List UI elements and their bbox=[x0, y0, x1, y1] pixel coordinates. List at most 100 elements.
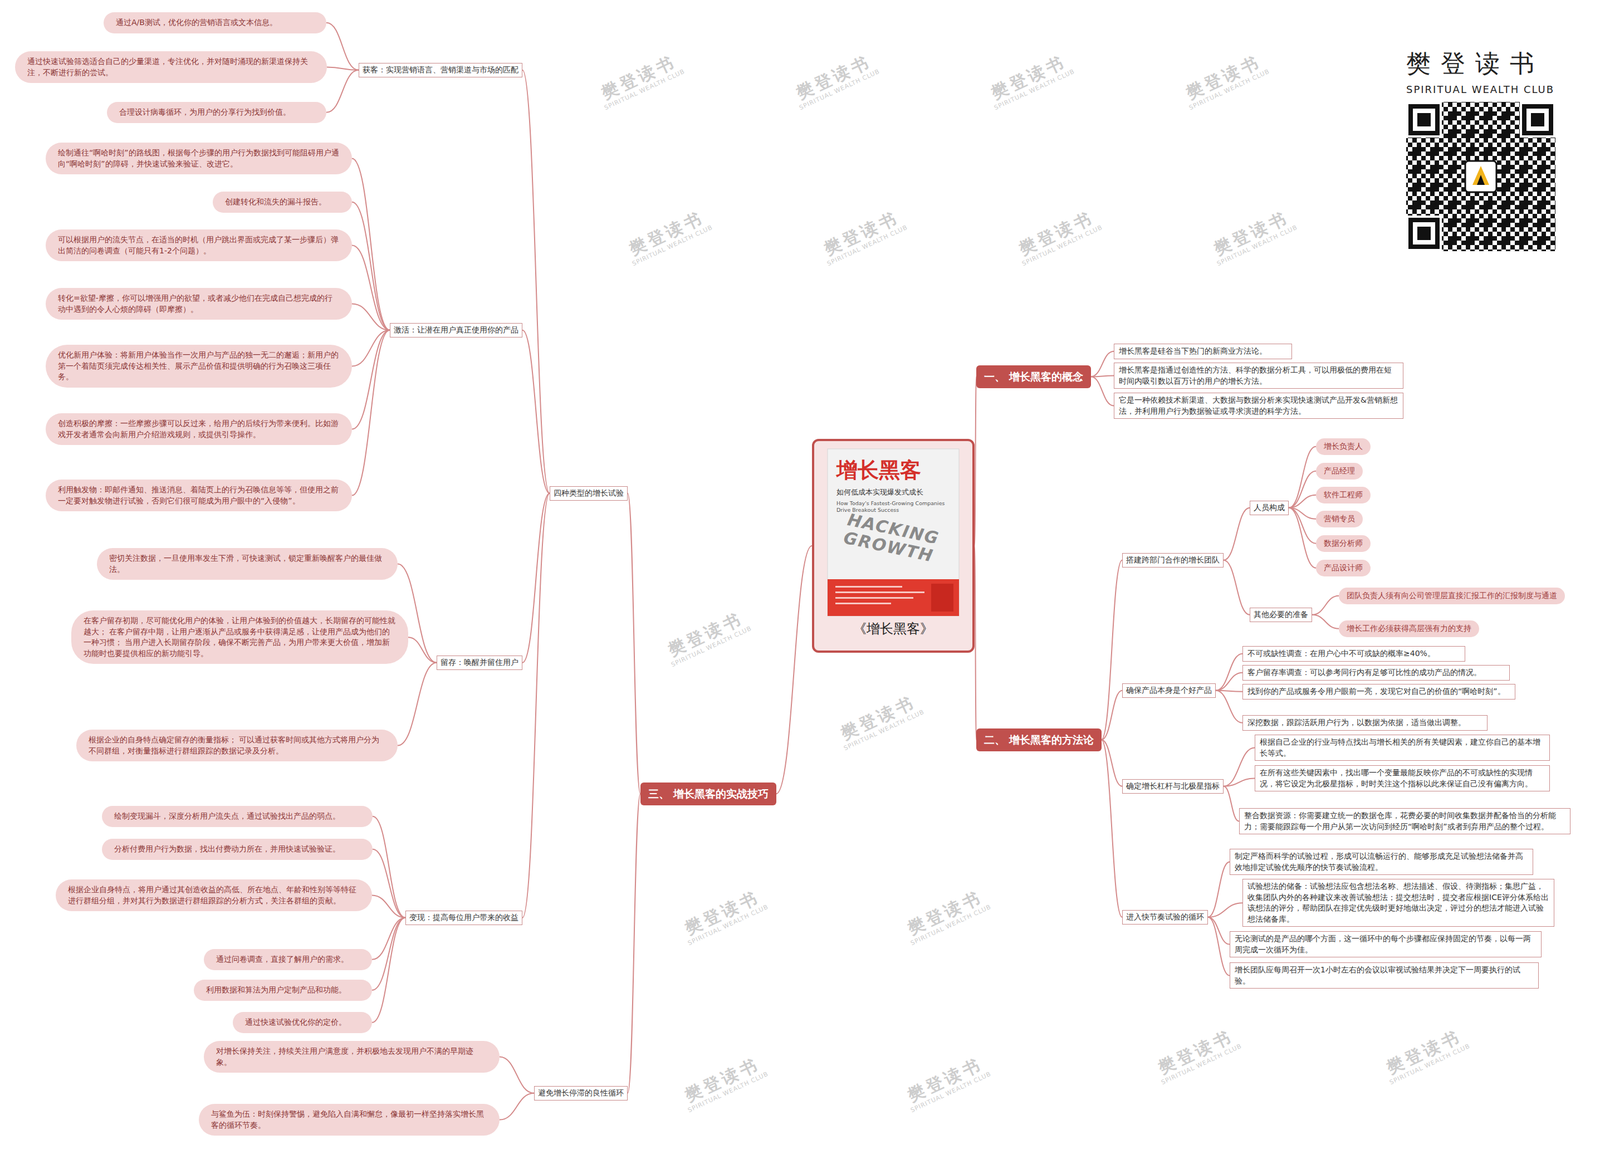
connector bbox=[522, 493, 550, 663]
node-text: 通过问卷调查，直接了解用户的需求。 bbox=[216, 953, 360, 966]
topic-label: 人员构成 bbox=[1249, 500, 1289, 516]
note-bubble: 绘制变现漏斗，深度分析用户流失点，通过试验找出产品的弱点。 bbox=[101, 805, 373, 828]
connector bbox=[351, 304, 390, 331]
node-text: 留存：唤醒并留住用户 bbox=[440, 657, 519, 669]
topic-label: 变现：提高每位用户带来的收益 bbox=[405, 910, 523, 926]
text-box: 试验想法的储备：试验想法应包含想法名称、想法描述、假设、待测指标；集思广益，收集… bbox=[1242, 878, 1555, 927]
node-text: 增长团队应每周召开一次1小时左右的会议以审视试验结果并决定下一周要执行的试验。 bbox=[1234, 964, 1534, 987]
logo-text: 樊登读书 bbox=[1406, 49, 1545, 79]
cover-band-line bbox=[835, 597, 914, 599]
connector bbox=[372, 917, 406, 1023]
text-box: 增长黑客是硅谷当下热门的新商业方法论。 bbox=[1113, 343, 1293, 360]
node-text: 通过快速试验筛选适合自己的少量渠道，专注优化，并对随时涌现的新渠道保持关注，不断… bbox=[27, 56, 315, 78]
topic-label: 留存：唤醒并留住用户 bbox=[436, 655, 523, 670]
cover-band-line bbox=[835, 591, 925, 594]
text-box: 在所有这些关键因素中，找出哪一个变量最能反映你产品的不可或缺性的实现情况，将它设… bbox=[1254, 765, 1550, 792]
note-bubble: 对增长保持关注，持续关注用户满意度，并积极地去发现用户不满的早期迹象。 bbox=[203, 1040, 500, 1073]
branch-topic: 三、 增长黑客的实战技巧 bbox=[640, 782, 777, 806]
node-text: 增长负责人 bbox=[1323, 441, 1363, 453]
node-text: 在客户留存初期，尽可能优化用户的体验，让用户体验到的价值越大，长期留存的可能性就… bbox=[83, 615, 396, 659]
node-text: 根据自己企业的行业与特点找出与增长相关的所有关键因素，建立你自己的基本增长等式。 bbox=[1259, 736, 1545, 759]
topic-label: 其他必要的准备 bbox=[1249, 607, 1313, 623]
note-bubble: 分析付费用户行为数据，找出付费动力所在，并用快速试验验证。 bbox=[101, 838, 373, 860]
node-text: 产品经理 bbox=[1323, 465, 1355, 477]
note-bubble: 转化=欲望-摩擦，你可以增强用户的欲望，或者减少他们在完成自己想完成的行动中遇到… bbox=[45, 287, 352, 320]
note-bubble: 通过快速试验优化你的定价。 bbox=[232, 1011, 373, 1034]
note-bubble: 与鲨鱼为伍：时刻保持警惕，避免陷入自满和懈怠，像最初一样坚持落实增长黑客的循环节… bbox=[198, 1103, 500, 1136]
connector bbox=[351, 245, 390, 331]
connector bbox=[522, 70, 550, 494]
connector bbox=[1207, 902, 1243, 918]
connector bbox=[1101, 690, 1123, 741]
topic-label: 避免增长停滞的良性循环 bbox=[534, 1085, 628, 1101]
node-text: 合理设计病毒循环，为用户的分享行为找到价值。 bbox=[119, 106, 315, 119]
text-box: 客户留存率调查：可以参考同行内有足够可比性的成功产品的情况。 bbox=[1242, 664, 1510, 681]
watermark: 樊登读书SPIRITUAL WEALTH CLUB bbox=[885, 1044, 1009, 1123]
node-text: 利用数据和算法为用户定制产品和功能。 bbox=[206, 984, 360, 996]
node-text: 数据分析师 bbox=[1323, 537, 1363, 550]
text-box: 它是一种依赖技术新渠道、大数据与数据分析来实现快速测试产品开发&营销新想法，并利… bbox=[1113, 392, 1404, 419]
connector bbox=[351, 158, 390, 331]
node-text: 创造积极的摩擦：一些摩擦步骤可以反过来，给用户的后续行为带来便利。比如游戏开发者… bbox=[57, 418, 340, 440]
branch-topic: 一、 增长黑客的概念 bbox=[976, 365, 1091, 389]
node-text: 试验想法的储备：试验想法应包含想法名称、想法描述、假设、待测指标；集思广益，收集… bbox=[1247, 881, 1550, 925]
node-text: 团队负责人须有向公司管理层直接汇报工作的汇报制度与通道 bbox=[1346, 590, 1558, 602]
node-text: 如何低成本实现爆发式成长 bbox=[836, 487, 924, 498]
topic-label: 激活：让潜在用户真正使用你的产品 bbox=[389, 323, 523, 338]
node-text: 产品设计师 bbox=[1323, 562, 1363, 574]
logo-subtitle: SPIRITUAL WEALTH CLUB bbox=[1406, 83, 1555, 96]
qr-data bbox=[1406, 101, 1556, 252]
connector bbox=[1223, 560, 1250, 615]
connector bbox=[1207, 917, 1230, 976]
connector bbox=[326, 22, 359, 71]
connector bbox=[499, 1057, 535, 1094]
watermark: 樊登读书SPIRITUAL WEALTH CLUB bbox=[662, 1044, 786, 1123]
node-text: 它是一种依赖技术新渠道、大数据与数据分析来实现快速测试产品开发&营销新想法，并利… bbox=[1118, 394, 1399, 417]
topic-label: 四种类型的增长试验 bbox=[549, 486, 628, 501]
connector bbox=[372, 849, 406, 918]
node-text: 不可或缺性调查：在用户心中不可或缺的概率≥40%。 bbox=[1247, 648, 1461, 660]
note-bubble: 通过问卷调查，直接了解用户的需求。 bbox=[203, 948, 373, 971]
node-text: 客户留存率调查：可以参考同行内有足够可比性的成功产品的情况。 bbox=[1247, 667, 1505, 679]
text-box: 找到你的产品或服务令用户眼前一亮，发现它对自己的价值的“啊哈时刻”。 bbox=[1242, 683, 1516, 700]
connector bbox=[1090, 376, 1114, 406]
note-bubble: 创建转化和流失的漏斗报告。 bbox=[212, 191, 352, 213]
node-text: 二、 增长黑客的方法论 bbox=[984, 732, 1094, 748]
text-box: 整合数据资源：你需要建立统一的数据仓库，花费必要的时间收集数据并配备恰当的分析能… bbox=[1239, 808, 1571, 835]
node-text: 找到你的产品或服务令用户眼前一亮，发现它对自己的价值的“啊哈时刻”。 bbox=[1247, 686, 1511, 698]
node-text: 优化新用户体验：将新用户体验当作一次用户与产品的独一无二的邂逅；新用户的第一个着… bbox=[57, 349, 340, 383]
node-text: 通过A/B测试，优化你的营销语言或文本信息。 bbox=[115, 17, 315, 29]
watermark: 樊登读书SPIRITUAL WEALTH CLUB bbox=[579, 42, 703, 120]
cover-band-line bbox=[835, 585, 903, 588]
connector bbox=[1215, 653, 1243, 691]
note-bubble: 创造积极的摩擦：一些摩擦步骤可以反过来，给用户的后续行为带来便利。比如游戏开发者… bbox=[45, 413, 352, 445]
topic-pill: 增长工作必须获得高层强有力的支持 bbox=[1338, 620, 1480, 638]
node-text: 软件工程师 bbox=[1323, 489, 1363, 501]
topic-label: 确保产品本身是个好产品 bbox=[1122, 683, 1216, 698]
node-text: 整合数据资源：你需要建立统一的数据仓库，花费必要的时间收集数据并配备恰当的分析能… bbox=[1244, 810, 1566, 833]
watermark: 樊登读书SPIRITUAL WEALTH CLUB bbox=[885, 877, 1009, 956]
watermark: 樊登读书SPIRITUAL WEALTH CLUB bbox=[801, 198, 926, 276]
connector bbox=[397, 662, 437, 746]
connector bbox=[627, 793, 641, 1094]
topic-label: 搭建跨部门合作的增长团队 bbox=[1122, 553, 1224, 568]
connector bbox=[1215, 690, 1243, 723]
node-text: 变现：提高每位用户带来的收益 bbox=[409, 912, 519, 924]
connector bbox=[522, 330, 550, 494]
node-text: 三、 增长黑客的实战技巧 bbox=[648, 786, 769, 802]
node-text: 四种类型的增长试验 bbox=[553, 487, 624, 499]
note-bubble: 通过快速试验筛选适合自己的少量渠道，专注优化，并对随时涌现的新渠道保持关注，不断… bbox=[15, 51, 327, 83]
node-text: 人员构成 bbox=[1253, 502, 1285, 514]
node-text: 其他必要的准备 bbox=[1253, 609, 1309, 621]
topic-label: 确定增长杠杆与北极星指标 bbox=[1122, 779, 1224, 794]
note-bubble: 优化新用户体验：将新用户体验当作一次用户与产品的独一无二的邂逅；新用户的第一个着… bbox=[45, 344, 352, 388]
topic-pill: 软件工程师 bbox=[1315, 486, 1371, 504]
connector bbox=[1223, 747, 1255, 787]
node-text: 在所有这些关键因素中，找出哪一个变量最能反映你产品的不可或缺性的实现情况，将它设… bbox=[1259, 767, 1545, 790]
text-box: 深挖数据，跟踪活跃用户行为，以数据为依据，适当做出调整。 bbox=[1242, 715, 1488, 731]
connector bbox=[408, 637, 437, 663]
qr-finder bbox=[1406, 101, 1556, 252]
topic-pill: 数据分析师 bbox=[1315, 535, 1371, 552]
node-text: 确定增长杠杆与北极星指标 bbox=[1126, 780, 1220, 792]
connector bbox=[1288, 446, 1316, 508]
